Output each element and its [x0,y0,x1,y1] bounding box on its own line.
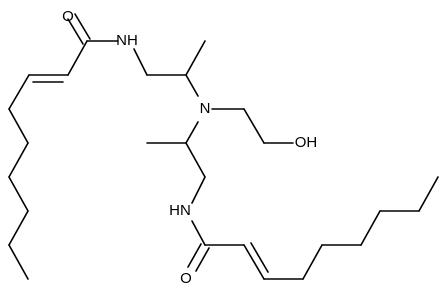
bond-nh-ch2-top [133,48,148,76]
bond-chain-bottom-6 [418,176,439,212]
bond-co-top-b [74,13,91,40]
bond-chain-top-6 [8,244,29,280]
bond-chain-top-5 [8,210,29,246]
bond-co-top-a [67,18,84,45]
bond-ch-ch2-bottom [185,142,206,178]
bond-chain-top-4 [8,176,29,212]
atom-hn-bottom: HN [169,202,191,219]
bond-n-ch-bottom [185,121,199,144]
bond-ch-methyl-top [185,40,206,76]
bond-ch-n-top [185,74,199,97]
bond-chain-bottom-4 [360,210,381,246]
bond-chain-top-3 [8,142,29,178]
bond-co-bottom-b [195,247,210,272]
bond-alkene-bottom-a [243,244,265,280]
bond-ethyl-cc [243,108,265,144]
bond-hn-c-bottom [191,220,206,246]
bond-c-alpha-top [67,40,88,76]
bond-chain-top-1 [8,74,30,110]
atom-nh-top: NH [116,32,138,49]
bond-alkene-bottom-b [250,242,269,273]
atom-oh: OH [295,134,318,151]
bond-chain-top-2 [8,108,29,144]
bond-ch2-hn-bottom [191,176,206,204]
atom-o-bottom: O [180,270,192,287]
bonds [8,13,439,280]
atom-o-top: O [62,8,74,25]
atom-n-center: N [200,100,211,117]
bond-co-bottom-a [187,243,202,268]
atom-labels: O NH N OH HN O [62,8,317,287]
bond-chain-bottom-2 [302,244,323,280]
